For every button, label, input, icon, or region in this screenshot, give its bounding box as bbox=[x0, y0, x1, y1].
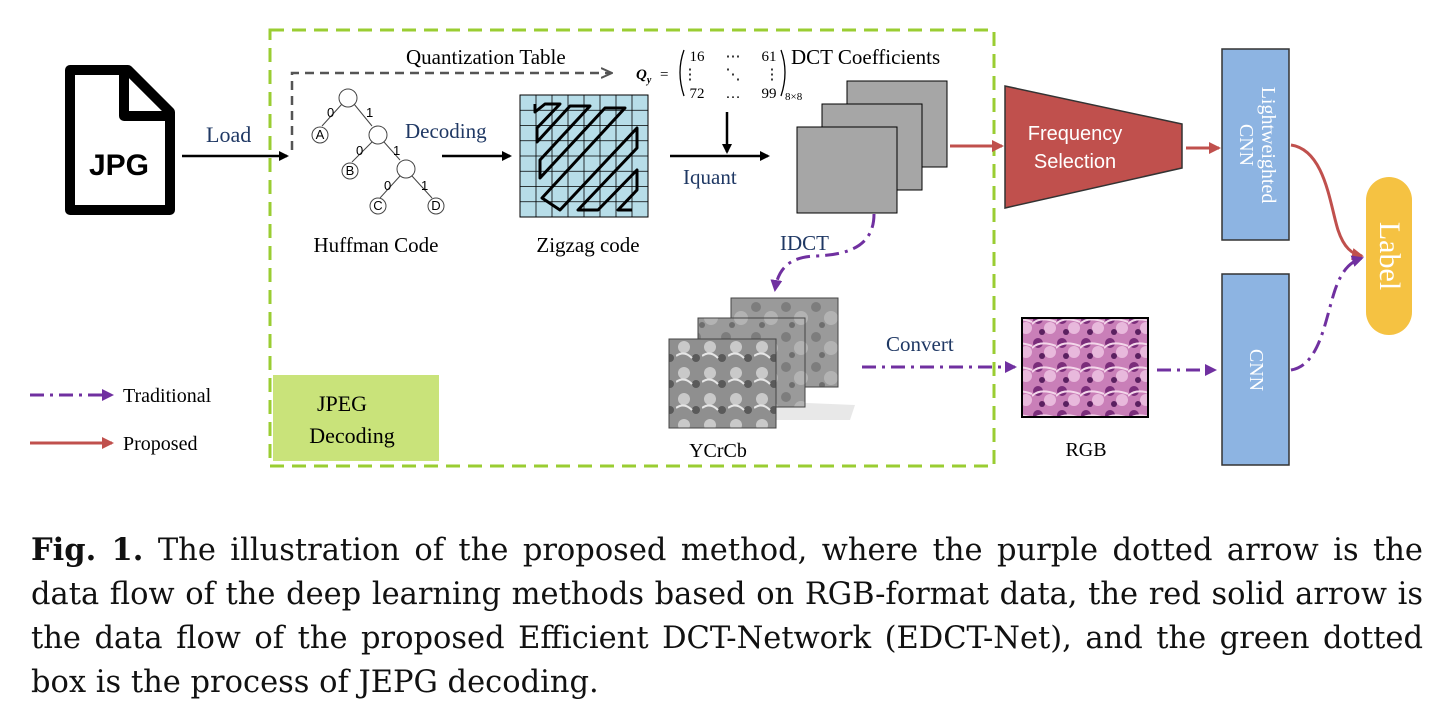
zigzag-code-label: Zigzag code bbox=[536, 233, 639, 257]
huffman-edge-label: 1 bbox=[393, 143, 400, 158]
svg-text:…: … bbox=[726, 86, 741, 102]
huffman-edge-label: 1 bbox=[366, 105, 373, 120]
ycrcb-image-stack bbox=[668, 297, 855, 429]
jpg-file-icon-text: JPG bbox=[89, 149, 149, 182]
huffman-edge-label: 0 bbox=[356, 143, 363, 158]
jpeg-decoding-box bbox=[273, 375, 439, 461]
svg-text:61: 61 bbox=[762, 49, 777, 65]
svg-text:16: 16 bbox=[690, 49, 706, 65]
decoding-label: Decoding bbox=[405, 119, 487, 143]
convert-label: Convert bbox=[886, 332, 954, 356]
traditional-arrow-to-label bbox=[1290, 255, 1364, 372]
huffman-tree: A B C D 0 1 0 1 0 1 bbox=[311, 88, 445, 215]
svg-text:=: = bbox=[660, 67, 668, 83]
svg-text:⋮: ⋮ bbox=[765, 67, 780, 83]
lightweighted-cnn-block bbox=[1221, 48, 1290, 241]
svg-text:⋯: ⋯ bbox=[726, 49, 741, 65]
frequency-selection-label-line2: Selection bbox=[1034, 151, 1116, 173]
frequency-selection-label-line1: Frequency bbox=[1028, 123, 1123, 145]
huffman-edge-label: 0 bbox=[384, 178, 391, 193]
idct-label: IDCT bbox=[780, 231, 829, 255]
quantization-table-arrow bbox=[290, 73, 610, 150]
legend: Traditional Proposed bbox=[30, 385, 212, 455]
rgb-image bbox=[1021, 317, 1149, 418]
load-label: Load bbox=[206, 122, 251, 147]
svg-text:⋮: ⋮ bbox=[683, 67, 698, 83]
legend-proposed-label: Proposed bbox=[123, 433, 197, 455]
caption-text: The illustration of the proposed method,… bbox=[31, 533, 1423, 700]
svg-text:72: 72 bbox=[690, 86, 705, 102]
huffman-leaf-node bbox=[311, 126, 329, 144]
zigzag-grid bbox=[519, 94, 649, 218]
idct-arrow bbox=[770, 213, 876, 292]
huffman-leaf-c: C bbox=[373, 198, 382, 213]
legend-traditional-label: Traditional bbox=[123, 385, 212, 407]
jpeg-decoding-region bbox=[268, 28, 996, 468]
proposed-arrow-to-label bbox=[1290, 143, 1364, 260]
jpeg-decoding-label-line2: Decoding bbox=[309, 423, 395, 448]
huffman-code-label: Huffman Code bbox=[313, 233, 438, 257]
svg-text:99: 99 bbox=[762, 86, 777, 102]
figure-number: Fig. 1. bbox=[31, 532, 144, 568]
lightweighted-cnn-label-line2: CNN bbox=[1235, 124, 1257, 166]
huffman-root-node bbox=[338, 88, 358, 108]
huffman-leaf-node bbox=[341, 162, 359, 180]
iquant-label: Iquant bbox=[683, 165, 737, 189]
lightweighted-cnn-label-line1: Lightweighted bbox=[1257, 87, 1279, 204]
svg-text:Qy: Qy bbox=[636, 67, 652, 86]
qy-matrix: Qy = 16 ⋯ 61 ⋮ ⋱ ⋮ 72 … 99 8×8 bbox=[636, 49, 803, 103]
cnn-block bbox=[1221, 273, 1290, 466]
figure-caption: Fig. 1. The illustration of the proposed… bbox=[31, 528, 1423, 705]
dct-coefficients-label: DCT Coefficients bbox=[791, 45, 940, 69]
huffman-internal-node bbox=[368, 125, 388, 145]
svg-text:⋱: ⋱ bbox=[726, 67, 741, 83]
label-text: Label bbox=[1373, 222, 1406, 290]
huffman-edge-label: 0 bbox=[327, 105, 334, 120]
frequency-selection-block bbox=[1004, 85, 1183, 209]
huffman-leaf-a: A bbox=[316, 127, 325, 142]
dct-coefficient-stack bbox=[796, 80, 948, 214]
rgb-label: RGB bbox=[1065, 439, 1106, 461]
huffman-edge-label: 1 bbox=[421, 178, 428, 193]
label-pill bbox=[1366, 177, 1412, 335]
quantization-table-label: Quantization Table bbox=[406, 45, 566, 69]
svg-text:8×8: 8×8 bbox=[785, 91, 803, 103]
huffman-leaf-node bbox=[427, 197, 445, 215]
ycrcb-label: YCrCb bbox=[689, 440, 747, 462]
huffman-leaf-node bbox=[369, 197, 387, 215]
method-diagram: JPG Load Quantization Table A B C D 0 1 … bbox=[30, 28, 1412, 468]
jpg-file-icon: JPG bbox=[63, 65, 176, 216]
huffman-leaf-b: B bbox=[346, 163, 355, 178]
huffman-internal-node bbox=[396, 159, 416, 179]
jpeg-decoding-label-line1: JPEG bbox=[317, 391, 367, 416]
cnn-label: CNN bbox=[1245, 349, 1267, 391]
huffman-leaf-d: D bbox=[431, 198, 440, 213]
